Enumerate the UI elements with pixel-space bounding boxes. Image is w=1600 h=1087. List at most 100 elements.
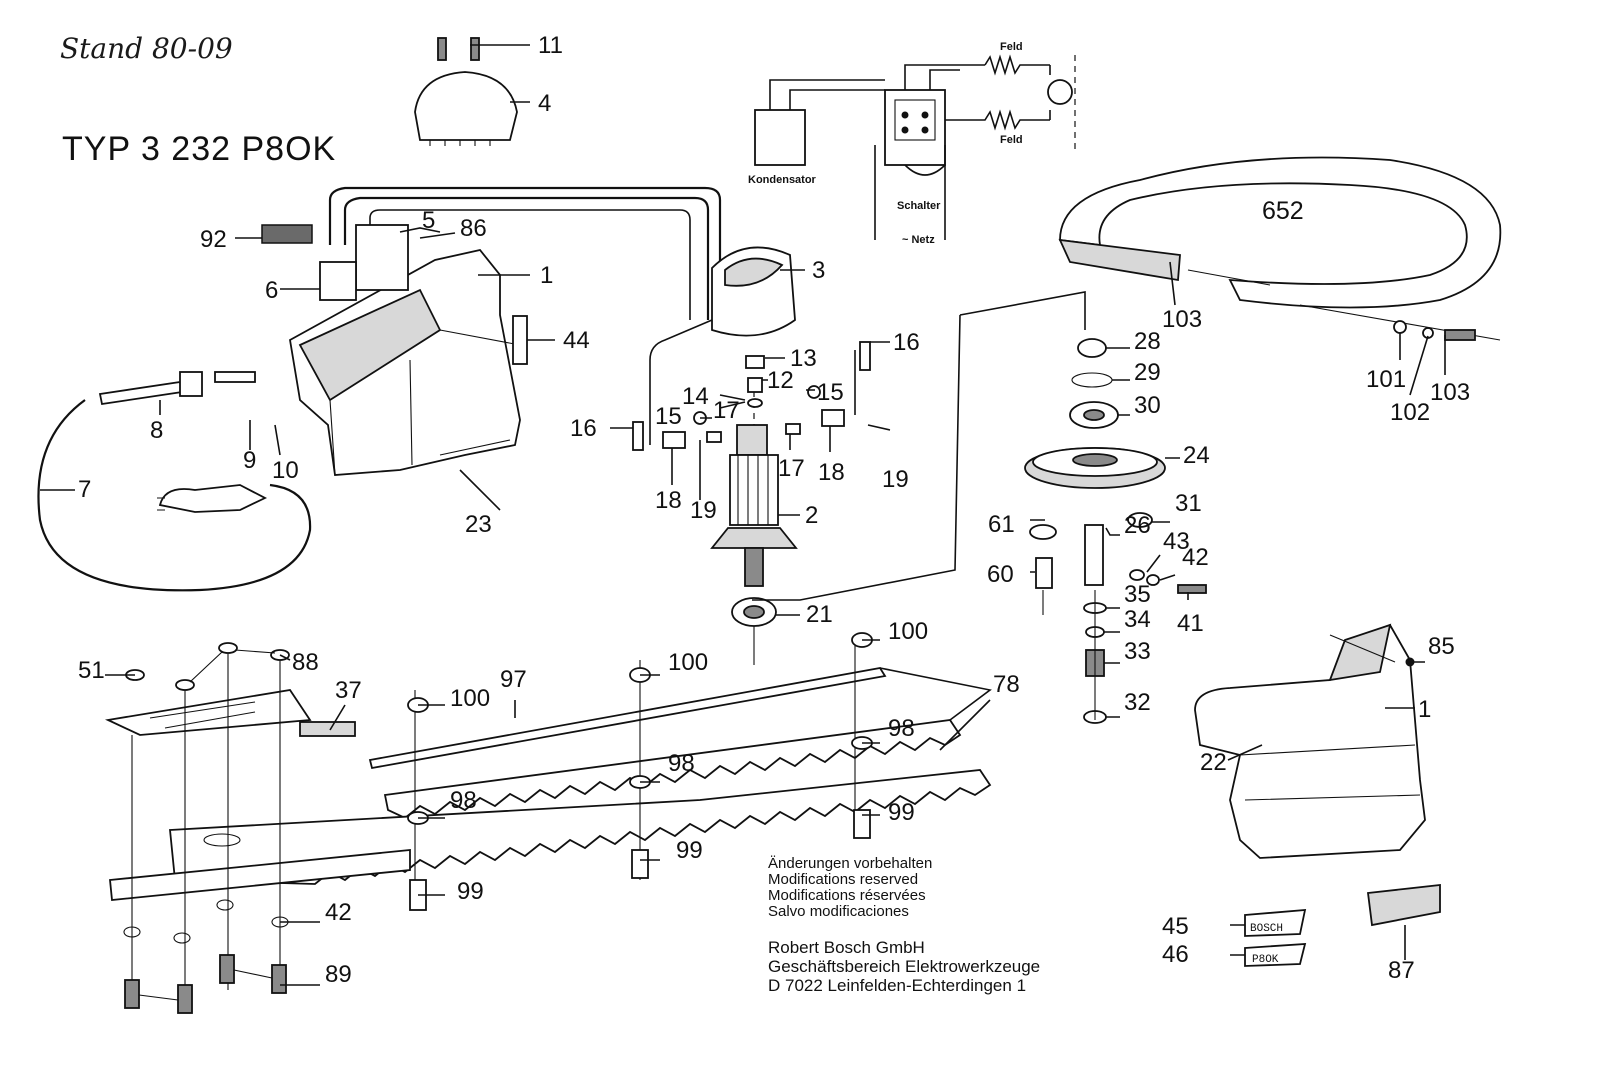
capacitor-block <box>319 261 357 301</box>
stand-date: Stand 80-09 <box>60 32 233 65</box>
power-cable <box>37 399 312 592</box>
note-line-4: Salvo modificaciones <box>768 903 909 920</box>
bosch-badge-text: BOSCH <box>1250 923 1283 935</box>
armature <box>710 424 798 587</box>
part-label: 42 <box>325 899 352 926</box>
wire-label-schalter: Schalter <box>897 200 941 212</box>
part-label: 4 <box>538 90 551 117</box>
part-label: 8 <box>150 417 163 444</box>
part-label: 30 <box>1134 392 1161 419</box>
part-label: 88 <box>292 649 319 676</box>
part-label: 86 <box>460 215 487 242</box>
gear-link-line <box>752 314 961 601</box>
type-title: TYP 3 232 P8OK <box>62 130 336 168</box>
part-label: 61 <box>988 511 1015 538</box>
part-label: 6 <box>265 277 278 304</box>
part-label: 98 <box>450 787 477 814</box>
part-label: 102 <box>1390 399 1430 426</box>
part-label: 78 <box>993 671 1020 698</box>
part-label: 34 <box>1124 606 1151 633</box>
switch-block <box>355 224 409 291</box>
part-label: 33 <box>1124 638 1151 665</box>
bearing-21 <box>731 597 777 627</box>
housing-right <box>1194 623 1426 859</box>
part-label: 100 <box>668 649 708 676</box>
base-plate <box>104 689 411 901</box>
part-label: 85 <box>1428 633 1455 660</box>
part-label: 41 <box>1177 610 1204 637</box>
part-label: 3 <box>812 257 825 284</box>
part-label: 99 <box>457 878 484 905</box>
part-label: 14 <box>682 383 709 410</box>
part-label: 7 <box>78 476 91 503</box>
part-label: 2 <box>805 502 818 529</box>
p8ok-badge-text: P8OK <box>1252 954 1279 966</box>
part-label: 89 <box>325 961 352 988</box>
brush-lead-left <box>649 319 713 445</box>
note-line-1: Änderungen vorbehalten <box>768 855 932 872</box>
part-label: 99 <box>888 799 915 826</box>
part-label: 17 <box>713 397 740 424</box>
wire-label-kondensator: Kondensator <box>748 174 817 186</box>
part-label: 24 <box>1183 442 1210 469</box>
part-label: 51 <box>78 657 105 684</box>
note-line-3: Modifications réservées <box>768 887 926 904</box>
wire-harness-2 <box>343 196 710 320</box>
part-label: 37 <box>335 677 362 704</box>
part-label: 28 <box>1134 328 1161 355</box>
part-label: 18 <box>818 459 845 486</box>
part-label: 101 <box>1366 366 1406 393</box>
part-label: 16 <box>893 329 920 356</box>
part-label: 92 <box>200 226 227 253</box>
part-label: 22 <box>1200 749 1227 776</box>
part-label: 11 <box>538 32 563 59</box>
part-label: 15 <box>655 403 682 430</box>
part-label: 87 <box>1388 957 1415 984</box>
blade-upper <box>368 667 962 820</box>
part-label: 18 <box>655 487 682 514</box>
part-label: 60 <box>987 561 1014 588</box>
cable-sleeve <box>98 380 184 406</box>
part-label: 15 <box>817 379 844 406</box>
part-label: 103 <box>1162 306 1202 333</box>
company-name: Robert Bosch GmbH <box>768 938 925 957</box>
wiring-schematic: Feld Feld Kondensator Schalter ~ Netz <box>748 41 1076 246</box>
motor-cap <box>414 37 518 146</box>
part-label: 10 <box>272 457 299 484</box>
part-label: 98 <box>888 715 915 742</box>
wire-label-netz: ~ Netz <box>902 234 935 246</box>
part-label: 46 <box>1162 941 1189 968</box>
part-label: 103 <box>1430 379 1470 406</box>
part-label: 652 <box>1262 197 1304 225</box>
motor-field-coil <box>711 246 796 337</box>
part-label: 31 <box>1175 490 1202 517</box>
part-label: 21 <box>806 601 833 628</box>
part-label: 1 <box>540 262 553 289</box>
part-label: 29 <box>1134 359 1161 386</box>
part-label: 100 <box>450 685 490 712</box>
part-label: 32 <box>1124 689 1151 716</box>
part-label: 97 <box>500 666 527 693</box>
part-label: 98 <box>668 750 695 777</box>
wire-harness-1 <box>328 186 722 320</box>
part-label: 17 <box>778 455 805 482</box>
part-61-washer <box>1029 524 1057 540</box>
part-label: 5 <box>422 207 435 234</box>
part-label: 42 <box>1182 544 1209 571</box>
note-line-2: Modifications reserved <box>768 871 918 888</box>
part-37-strip <box>299 721 356 737</box>
company-division: Geschäftsbereich Elektrowerkzeuge <box>768 957 1040 976</box>
bosch-badge <box>1244 909 1307 937</box>
part-label: 23 <box>465 511 492 538</box>
wire-label-feld-bottom: Feld <box>1000 134 1023 146</box>
part-92-pad <box>261 224 313 244</box>
wire-harness-3 <box>369 209 691 320</box>
p8ok-badge <box>1244 943 1307 967</box>
part-label: 13 <box>790 345 817 372</box>
part-label: 19 <box>690 497 717 524</box>
part-label: 45 <box>1162 913 1189 940</box>
gear-stack <box>1024 338 1207 724</box>
gear-group-bracket <box>959 291 1086 330</box>
part-label: 1 <box>1418 696 1431 723</box>
